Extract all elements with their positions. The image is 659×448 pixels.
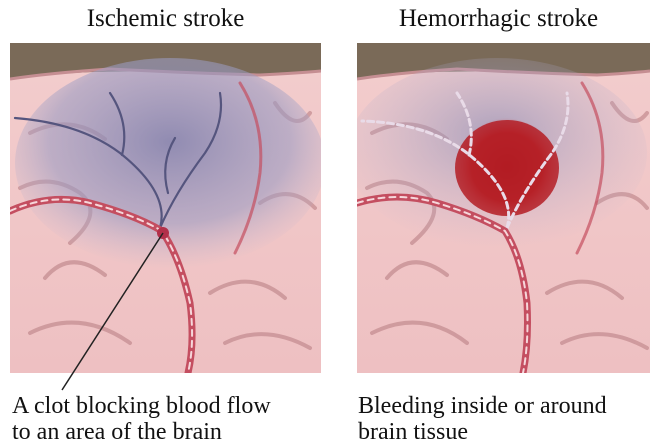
clot [157,227,169,239]
hemorrhagic-caption-line-2: brain tissue [358,419,607,445]
ischemic-stroke-title: Ischemic stroke [10,4,321,34]
hemorrhagic-stroke-title: Hemorrhagic stroke [347,4,650,34]
hemorrhagic-stroke-illustration [357,43,650,373]
ischemic-caption-line-1: A clot blocking blood flow [12,393,271,419]
hemorrhagic-caption-line-1: Bleeding inside or around [358,393,607,419]
ischemic-caption-line-2: to an area of the brain [12,419,271,445]
ischemic-stroke-illustration [10,43,321,373]
hemorrhagic-stroke-caption: Bleeding inside or around brain tissue [358,393,607,445]
ischemic-stroke-caption: A clot blocking blood flow to an area of… [12,393,271,445]
